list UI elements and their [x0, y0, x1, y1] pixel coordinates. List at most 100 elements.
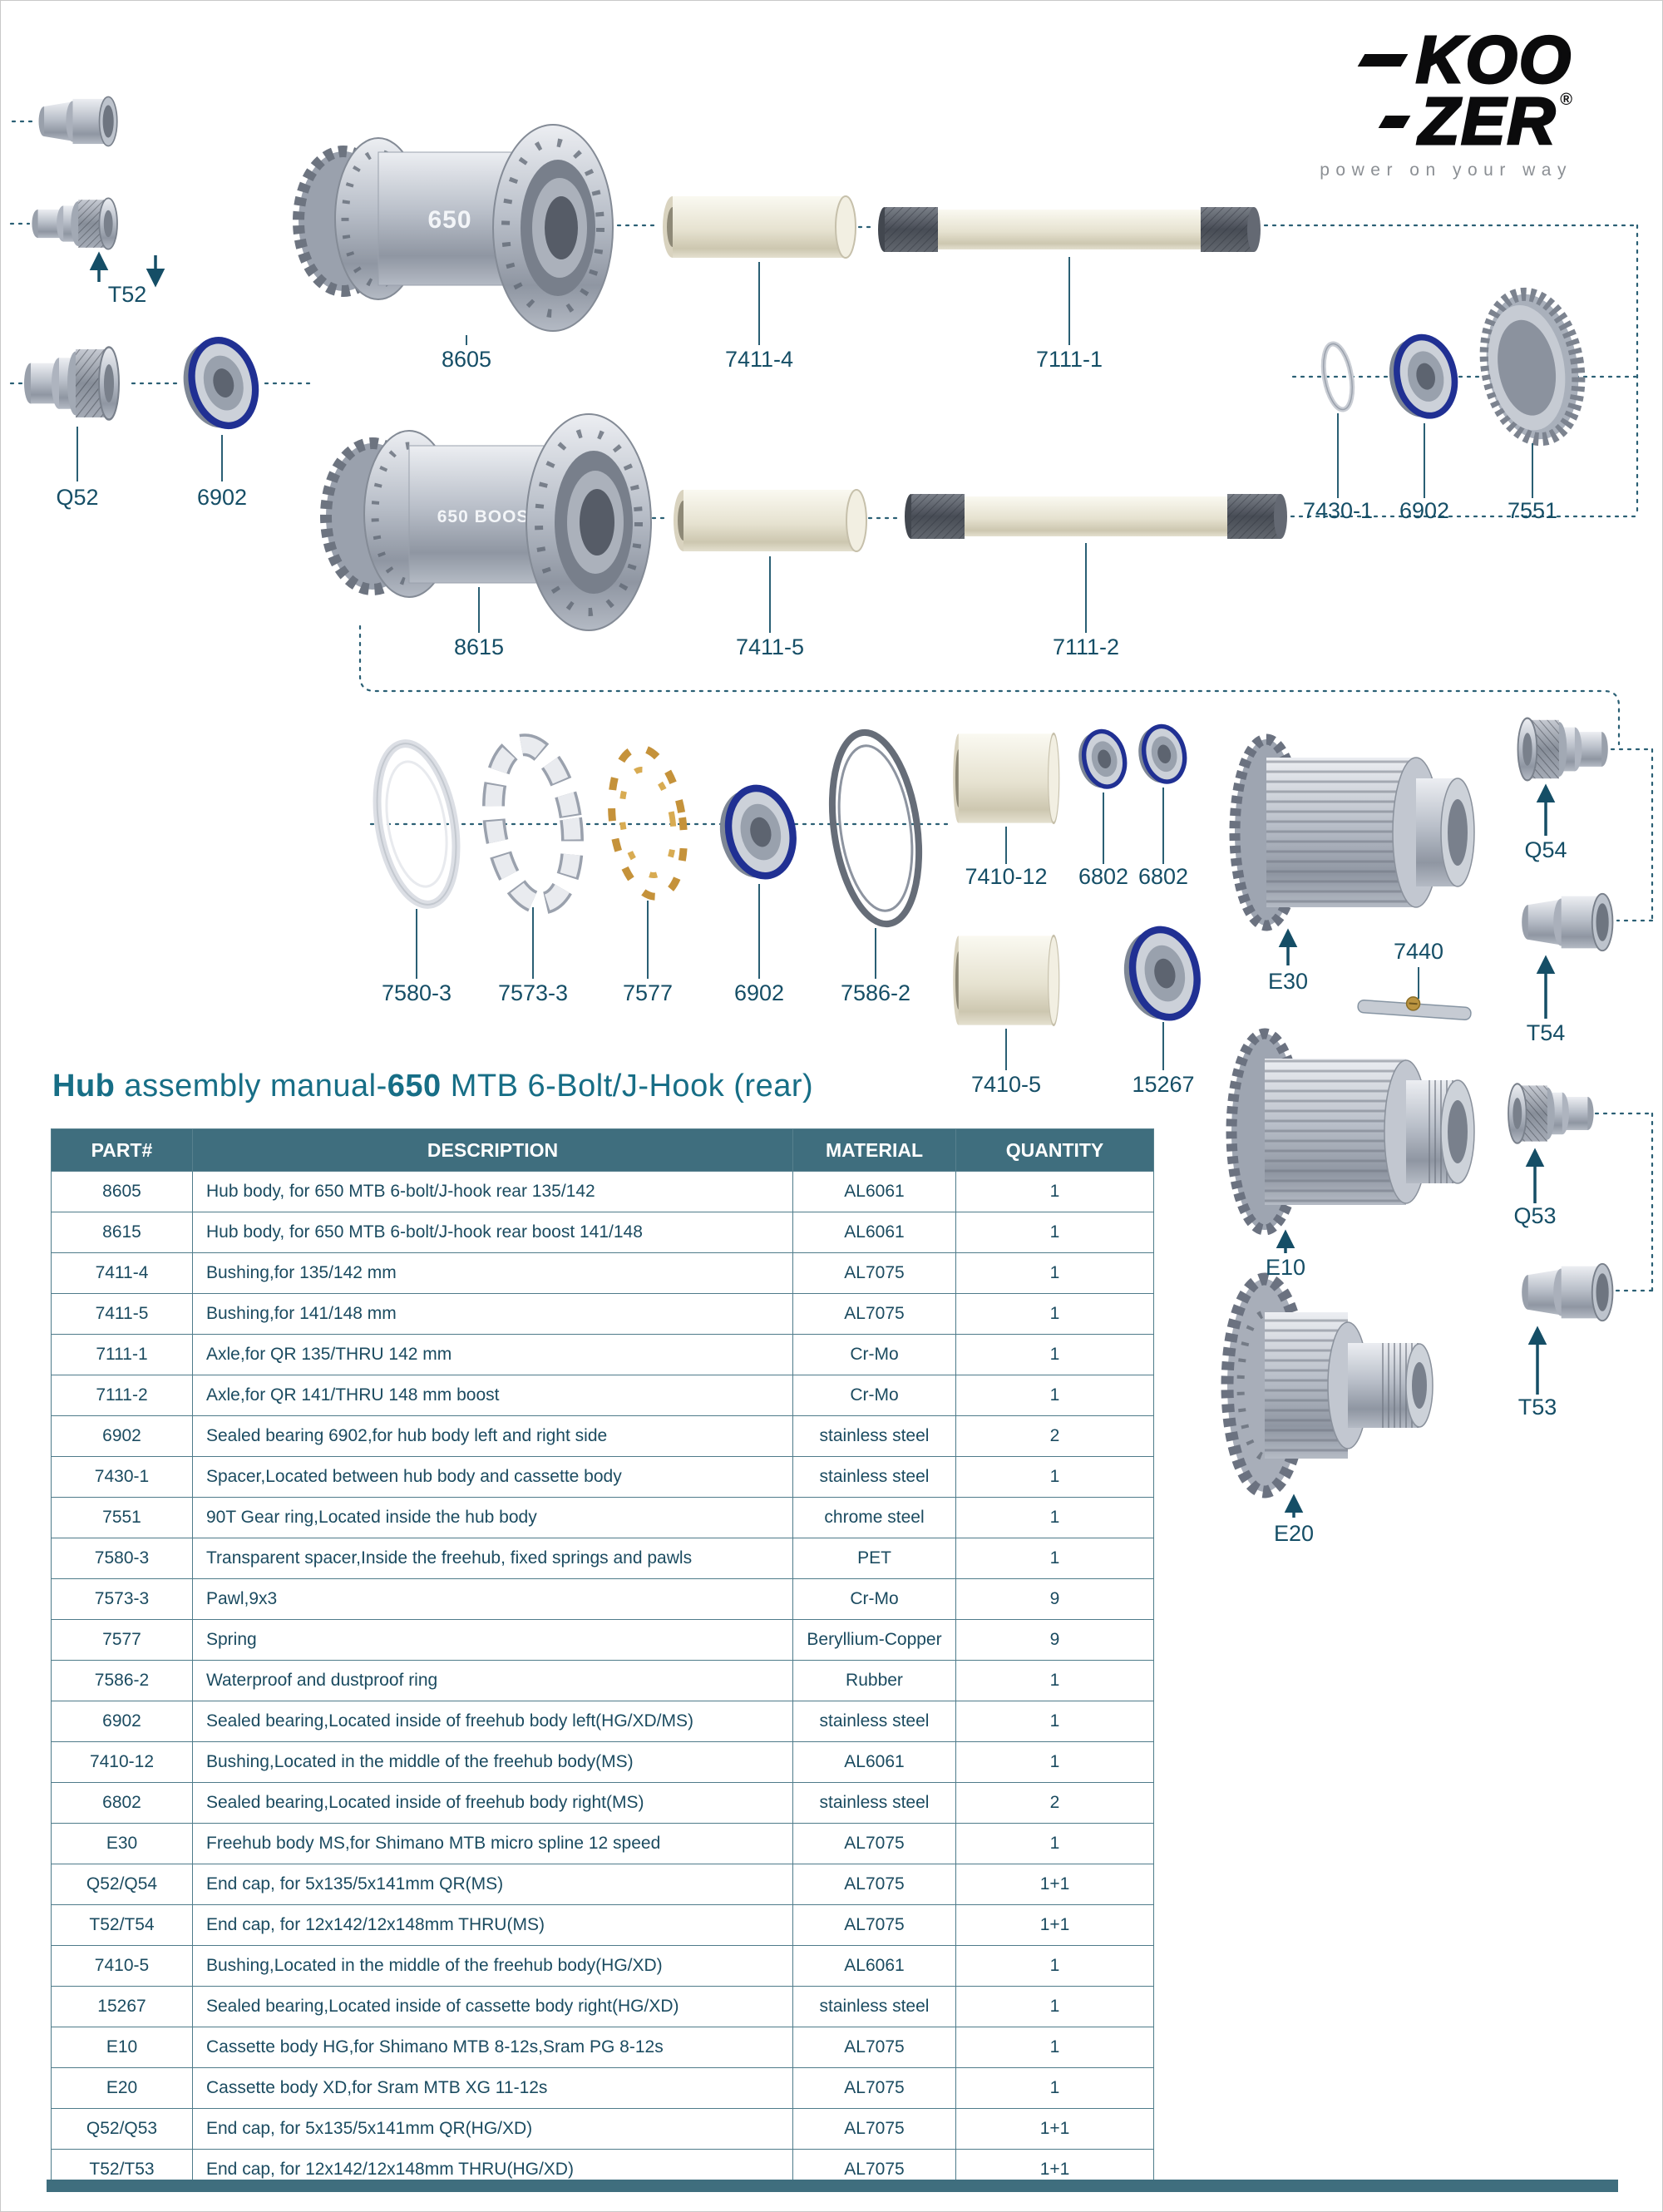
part-label-t52: T52 — [108, 282, 147, 307]
table-cell: Hub body, for 650 MTB 6-bolt/J-hook rear… — [192, 1212, 793, 1253]
table-cell: 1 — [955, 1701, 1154, 1742]
part-axle-7111-2 — [905, 494, 1287, 539]
part-label-q53: Q53 — [1513, 1203, 1556, 1228]
part-label-7573-3: 7573-3 — [498, 980, 568, 1005]
part-label-q52: Q52 — [56, 485, 98, 510]
part-label-7410-5: 7410-5 — [971, 1072, 1041, 1097]
part-label-7580-3: 7580-3 — [382, 980, 452, 1005]
table-cell: Freehub body MS,for Shimano MTB micro sp… — [192, 1823, 793, 1864]
table-cell: stainless steel — [792, 1701, 956, 1742]
part-end-cap-left-axis — [31, 197, 118, 250]
table-cell: 7573-3 — [51, 1578, 193, 1620]
table-cell: 1 — [955, 1212, 1154, 1253]
part-label-e10: E10 — [1266, 1255, 1305, 1280]
table-cell: Axle,for QR 135/THRU 142 mm — [192, 1334, 793, 1375]
part-label-8615: 8615 — [454, 634, 504, 659]
part-label-7111-1: 7111-1 — [1036, 347, 1103, 372]
part-bearing-6902-right — [1382, 332, 1461, 422]
logo-word-bottom: ZER — [1418, 84, 1557, 158]
table-cell: AL7075 — [792, 2067, 956, 2109]
table-cell: Cr-Mo — [792, 1334, 956, 1375]
table-cell: AL6061 — [792, 1171, 956, 1212]
part-adjust-plate-7440 — [1357, 996, 1472, 1021]
table-cell: Rubber — [792, 1660, 956, 1701]
col-header-material: MATERIAL — [792, 1128, 956, 1172]
table-cell: Spacer,Located between hub body and cass… — [192, 1456, 793, 1498]
table-cell: 1 — [955, 1823, 1154, 1864]
part-label-7586-2: 7586-2 — [841, 980, 910, 1005]
table-cell: AL7075 — [792, 1823, 956, 1864]
table-cell: AL7075 — [792, 1864, 956, 1905]
logo-word-top: KOO — [1414, 22, 1572, 96]
table-cell: chrome steel — [792, 1497, 956, 1538]
table-cell: Cassette body HG,for Shimano MTB 8-12s,S… — [192, 2027, 793, 2068]
part-hub-body-8605: 650 — [293, 124, 614, 332]
table-cell: End cap, for 5x135/5x141mm QR(HG/XD) — [192, 2108, 793, 2150]
part-label-6802-b: 6802 — [1138, 864, 1188, 889]
table-cell: Q52/Q54 — [51, 1864, 193, 1905]
table-cell: T52/T54 — [51, 1904, 193, 1946]
table-cell: AL6061 — [792, 1945, 956, 1987]
part-end-cap-q52 — [22, 346, 121, 421]
table-cell: 90T Gear ring,Located inside the hub bod… — [192, 1497, 793, 1538]
part-bearing-6902-freehub — [712, 783, 801, 884]
table-cell: Spring — [192, 1619, 793, 1661]
part-pawl-ring-7573-3 — [482, 733, 584, 915]
table-cell: 8605 — [51, 1171, 193, 1212]
part-end-cap-t54 — [1521, 892, 1614, 952]
table-cell: Cassette body XD,for Sram MTB XG 11-12s — [192, 2067, 793, 2109]
table-cell: Bushing,for 135/142 mm — [192, 1252, 793, 1294]
table-cell: 7411-4 — [51, 1252, 193, 1294]
table-cell: Sealed bearing 6902,for hub body left an… — [192, 1415, 793, 1457]
table-cell: Axle,for QR 141/THRU 148 mm boost — [192, 1375, 793, 1416]
table-cell: Pawl,9x3 — [192, 1578, 793, 1620]
table-cell: 1 — [955, 1945, 1154, 1987]
part-bushing-7411-4 — [662, 195, 856, 259]
table-cell: 1+1 — [955, 1904, 1154, 1946]
table-cell: E10 — [51, 2027, 193, 2068]
exploded-diagram: 650 650 BOOST — [9, 96, 1654, 1546]
table-cell: End cap, for 5x135/5x141mm QR(MS) — [192, 1864, 793, 1905]
part-gear-ring-7551 — [1479, 287, 1586, 447]
table-cell: stainless steel — [792, 1782, 956, 1824]
part-label-15267: 15267 — [1132, 1072, 1194, 1097]
part-freehub-body-e30 — [1229, 733, 1475, 931]
part-label-7111-2: 7111-2 — [1053, 634, 1119, 659]
table-cell: 6902 — [51, 1701, 193, 1742]
footer-bar — [47, 2180, 1618, 2192]
table-cell: 1 — [955, 1334, 1154, 1375]
part-end-cap-t52 — [37, 96, 118, 147]
title-normal-2: MTB 6-Bolt/J-Hook (rear) — [441, 1069, 814, 1104]
table-cell: 6802 — [51, 1782, 193, 1824]
part-label-e20: E20 — [1274, 1521, 1314, 1546]
registered-mark: ® — [1560, 91, 1572, 109]
page-title: Hub assembly manual-650 MTB 6-Bolt/J-Hoo… — [52, 1069, 813, 1104]
part-end-cap-t53 — [1521, 1262, 1614, 1322]
part-label-6902-freehub: 6902 — [734, 980, 784, 1005]
table-cell: 1 — [955, 2067, 1154, 2109]
table-cell: Cr-Mo — [792, 1375, 956, 1416]
part-bearing-15267 — [1116, 924, 1205, 1025]
table-cell: stainless steel — [792, 1415, 956, 1457]
table-cell: Sealed bearing,Located inside of freehub… — [192, 1782, 793, 1824]
part-dust-ring-7586-2 — [828, 728, 923, 928]
logo-speed-bar-bottom — [1378, 115, 1411, 128]
col-header-quantity: QUANTITY — [955, 1128, 1154, 1172]
part-bearing-6902-left — [175, 333, 264, 435]
part-axle-7111-1 — [878, 207, 1261, 252]
table-cell: Sealed bearing,Located inside of cassett… — [192, 1986, 793, 2027]
table-cell: 7411-5 — [51, 1293, 193, 1335]
